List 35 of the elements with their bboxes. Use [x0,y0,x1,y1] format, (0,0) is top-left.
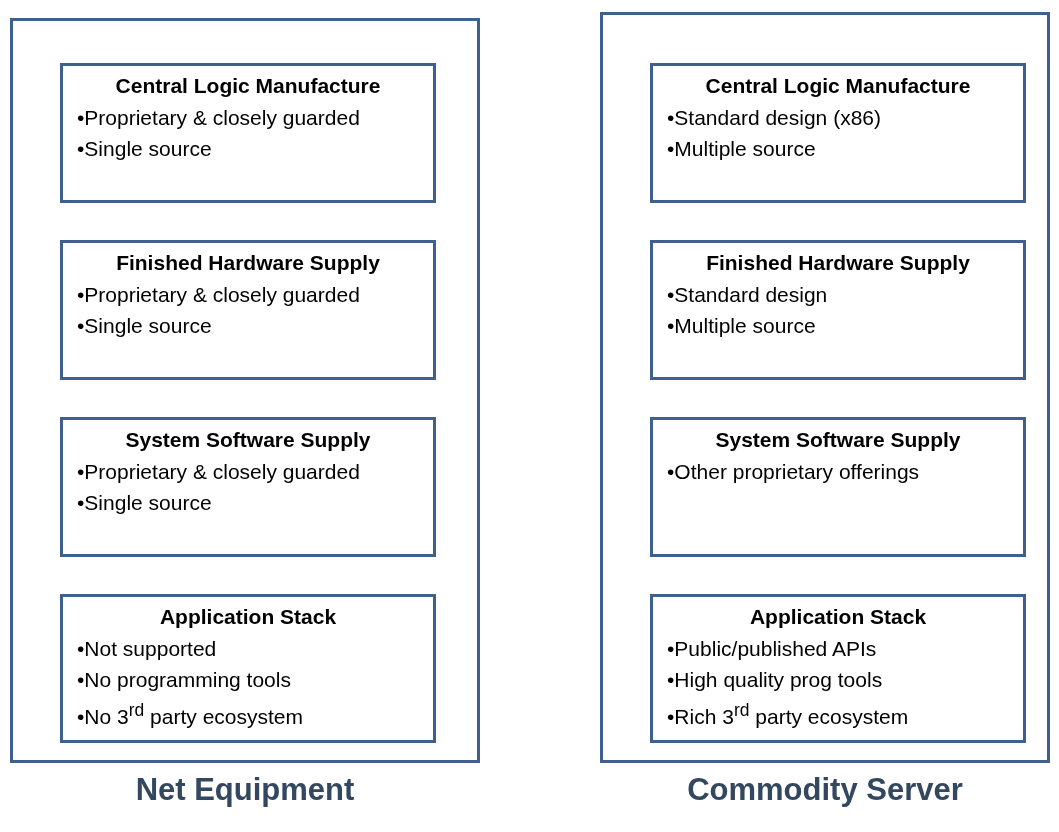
bullet-text: •Proprietary & closely guarded [77,105,361,131]
bullet-text: •Not supported [77,636,218,662]
info-box [60,594,436,743]
bullet-text: •Standard design (x86) [667,105,882,131]
info-box [60,63,436,203]
box-heading: Central Logic Manufacture [114,74,382,98]
box-heading: Finished Hardware Supply [115,251,381,275]
box-heading: Application Stack [748,605,928,629]
bullet-text: •No programming tools [77,667,292,693]
info-box [60,417,436,557]
panel-title: Commodity Server [686,771,964,809]
info-box [650,594,1026,743]
panel-title: Net Equipment [134,771,356,809]
bullet-text: •Proprietary & closely guarded [77,459,361,485]
bullet-text: •Public/published APIs [667,636,878,662]
bullet-text: •Proprietary & closely guarded [77,282,361,308]
bullet-text: •Multiple source [667,313,817,339]
bullet-text: •Rich 3$^{rd}$ party ecosystem [667,699,910,730]
bullet-text: •No 3$^{rd}$ party ecosystem [77,699,304,730]
bullet-text: •Other proprietary offerings [667,459,921,485]
box-heading: Finished Hardware Supply [705,251,971,275]
box-heading: System Software Supply [124,428,372,452]
info-box [650,63,1026,203]
box-heading: System Software Supply [714,428,962,452]
bullet-text: •Single source [77,490,213,516]
bullet-text: •Single source [77,136,213,162]
info-box [60,240,436,380]
bullet-text: •Single source [77,313,213,339]
bullet-text: •Standard design [667,282,829,308]
info-box [650,240,1026,380]
bullet-text: •Multiple source [667,136,817,162]
box-heading: Application Stack [158,605,338,629]
info-box [650,417,1026,557]
bullet-text: •High quality prog tools [667,667,884,693]
box-heading: Central Logic Manufacture [704,74,972,98]
